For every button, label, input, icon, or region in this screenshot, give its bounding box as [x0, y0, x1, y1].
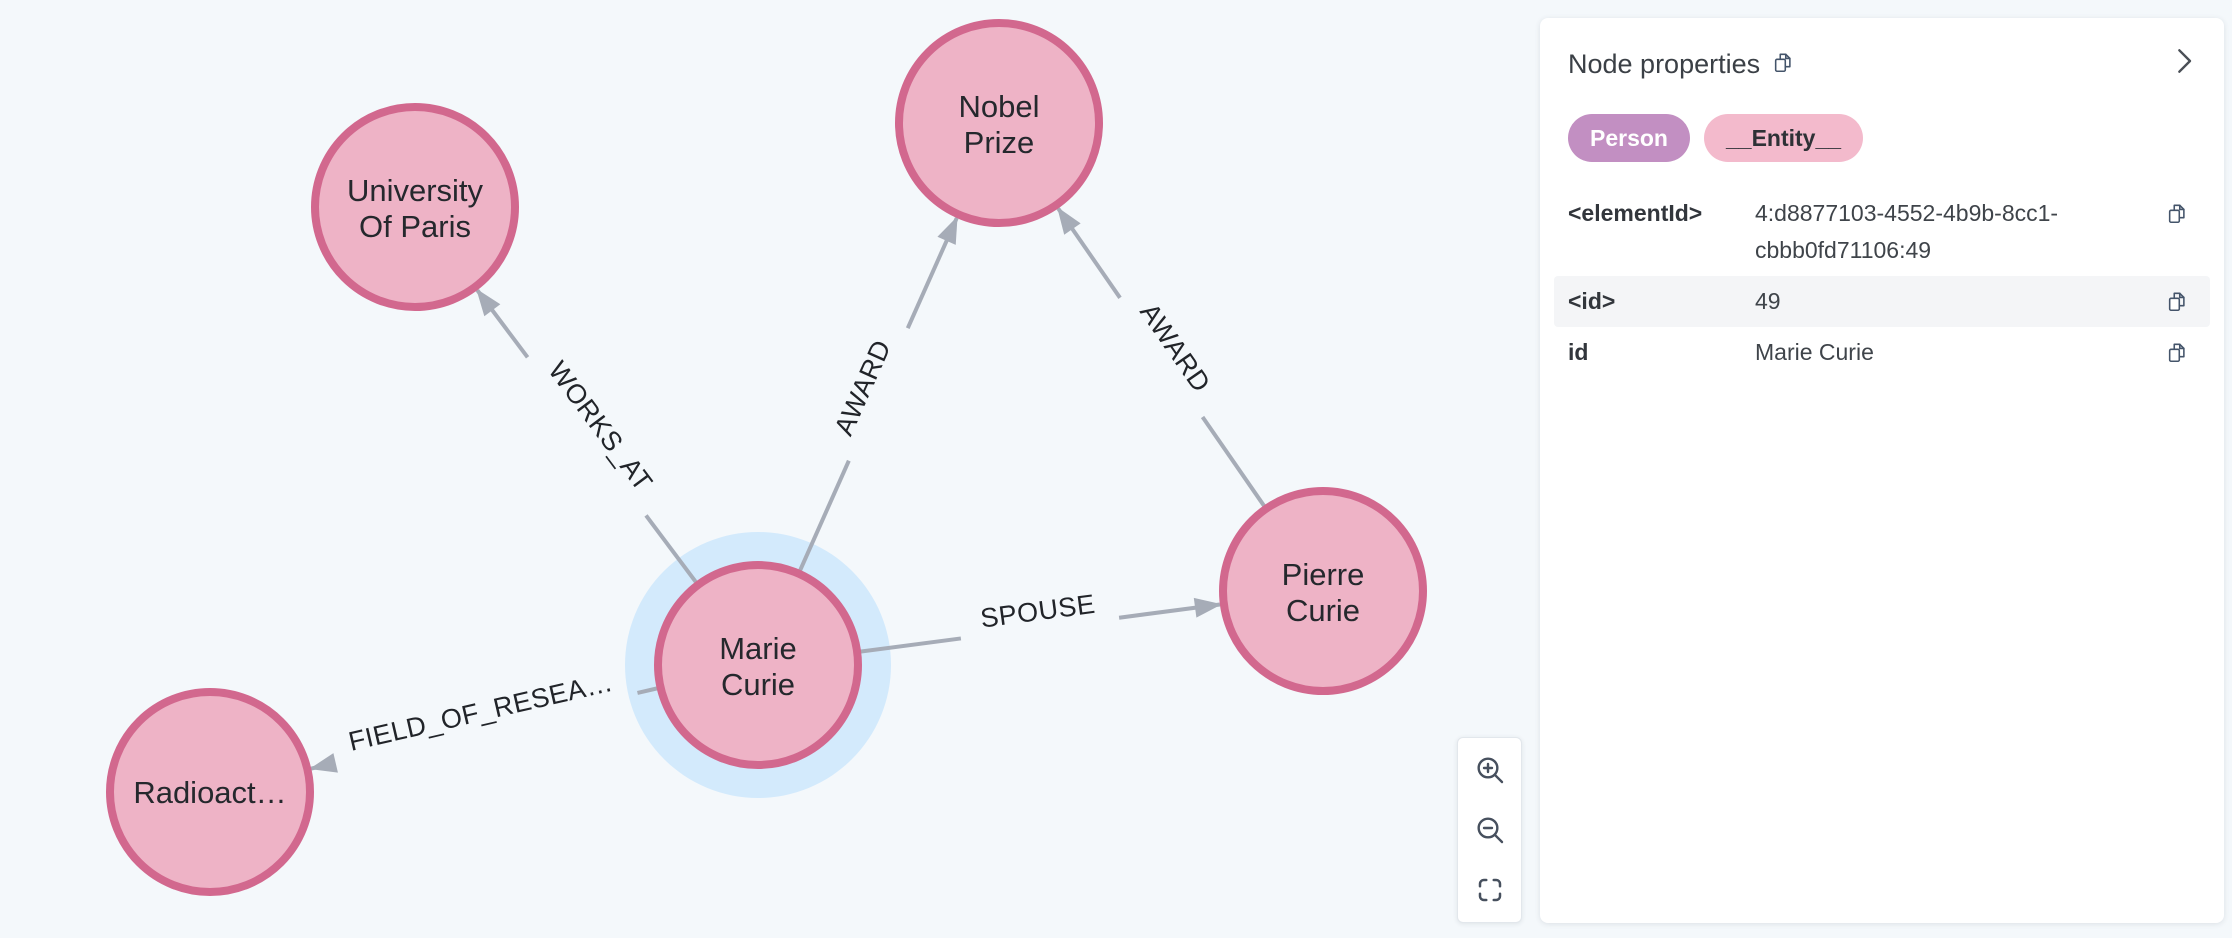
- relationship-label[interactable]: AWARD: [1134, 298, 1216, 398]
- property-row: id Marie Curie: [1554, 327, 2210, 378]
- relationship-WORKS_AT: WORKS_AT: [475, 288, 698, 584]
- fit-to-screen-button[interactable]: [1470, 870, 1510, 910]
- copy-value-button[interactable]: [2166, 290, 2196, 314]
- node-circle-university-of-paris[interactable]: [311, 103, 519, 311]
- graph-node-radioactivity: Radioact…: [106, 688, 314, 896]
- property-row: <elementId> 4:d8877103-4552-4b9b-8cc1-cbb…: [1554, 188, 2210, 276]
- relationship-line[interactable]: [905, 216, 959, 330]
- relationship-line[interactable]: [1056, 206, 1122, 299]
- zoom-in-button[interactable]: [1470, 750, 1510, 790]
- property-row: <id> 49: [1554, 276, 2210, 327]
- property-value: 4:d8877103-4552-4b9b-8cc1-cbbb0fd71106:4…: [1755, 200, 2059, 263]
- properties-table: <elementId> 4:d8877103-4552-4b9b-8cc1-cbb…: [1554, 188, 2210, 378]
- relationship-SPOUSE: SPOUSE: [859, 589, 1222, 654]
- relationship-label[interactable]: AWARD: [829, 335, 897, 439]
- panel-header: Node properties: [1568, 44, 2196, 84]
- zoom-out-icon: [1474, 814, 1506, 846]
- relationship-line[interactable]: [1118, 597, 1222, 620]
- property-key: id: [1568, 339, 1589, 365]
- zoom-in-icon: [1474, 754, 1506, 786]
- relationship-label[interactable]: FIELD_OF_RESEA…: [346, 667, 616, 757]
- relationship-line[interactable]: [475, 288, 530, 359]
- zoom-out-button[interactable]: [1470, 810, 1510, 850]
- relationship-AWARD: AWARD: [798, 216, 959, 572]
- relationship-FIELD_OF_RESEA…: FIELD_OF_RESEA…: [309, 667, 659, 773]
- relationship-label[interactable]: WORKS_AT: [542, 356, 658, 497]
- relationship-line[interactable]: [309, 753, 338, 773]
- node-labels: Person __Entity__: [1568, 114, 2196, 162]
- node-circle-radioactivity[interactable]: [106, 688, 314, 896]
- node-properties-panel: Node properties Person __Entity__ <elemen…: [1540, 18, 2224, 923]
- zoom-toolbar: [1457, 737, 1522, 923]
- panel-title: Node properties: [1568, 48, 1761, 79]
- property-value: 49: [1755, 288, 1781, 314]
- relationship-line[interactable]: [859, 636, 962, 654]
- node-label-badge[interactable]: __Entity__: [1703, 114, 1864, 162]
- property-key: <id>: [1568, 288, 1616, 314]
- fit-to-screen-icon: [1475, 875, 1505, 905]
- copy-all-properties-button[interactable]: [1772, 51, 1794, 78]
- copy-icon: [1772, 51, 1794, 78]
- property-value: Marie Curie: [1755, 339, 1874, 365]
- copy-value-button[interactable]: [2166, 202, 2196, 226]
- collapse-panel-button[interactable]: [2168, 44, 2200, 78]
- property-key: <elementId>: [1568, 200, 1703, 226]
- chevron-right-icon: [2168, 44, 2200, 78]
- node-circle-marie-curie[interactable]: [654, 561, 862, 769]
- node-circle-pierre-curie[interactable]: [1219, 487, 1427, 695]
- relationship-line[interactable]: [798, 459, 851, 572]
- relationship-line[interactable]: [1200, 415, 1267, 508]
- copy-value-button[interactable]: [2166, 341, 2196, 365]
- node-label-badge[interactable]: Person: [1568, 114, 1690, 162]
- relationship-line[interactable]: [637, 686, 659, 695]
- node-caption: Radioact…: [133, 775, 286, 810]
- relationship-line[interactable]: [644, 514, 698, 584]
- node-circle-nobel-prize[interactable]: [895, 19, 1103, 227]
- relationship-AWARD: AWARD: [1056, 206, 1267, 508]
- relationship-label[interactable]: SPOUSE: [979, 589, 1097, 634]
